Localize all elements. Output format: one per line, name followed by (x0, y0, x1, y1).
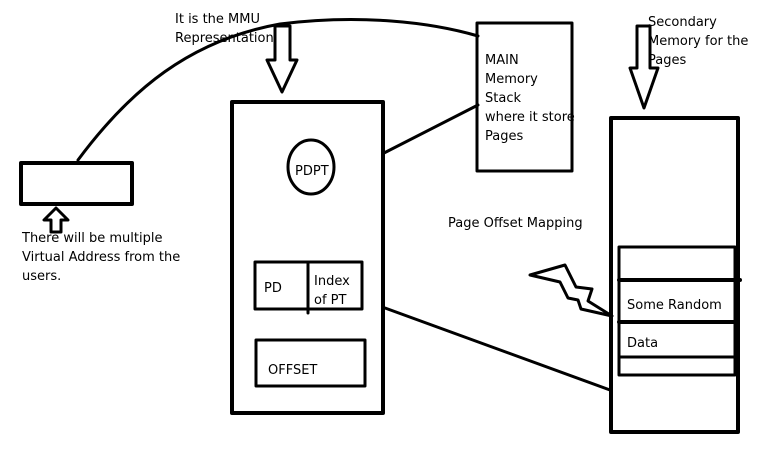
secondary-memory-box (609, 116, 740, 434)
mmu-box (230, 100, 385, 415)
virtual-address-note: There will be multiple Virtual Address f… (22, 231, 181, 284)
main-memory-box (475, 21, 574, 173)
mmu-down-arrow (265, 24, 299, 94)
secondary-memory-label: Secondary Memory for the Pages (648, 15, 749, 68)
lightning-bolt-icon (528, 263, 614, 318)
connector-main-to-mmu (382, 103, 480, 155)
page-stack (617, 245, 737, 377)
connector-curve (76, 18, 480, 162)
index-of-pt-label: Index of PT (314, 274, 350, 308)
page-offset-mapping-label: Page Offset Mapping (448, 216, 583, 231)
main-memory-label: MAIN Memory Stack where it store Pages (485, 53, 575, 144)
mmu-representation-label: It is the MMU Representation (175, 12, 274, 46)
some-random-label: Some Random (627, 298, 722, 313)
virtual-address-up-arrow (42, 206, 70, 234)
pdpt-label: PDPT (295, 164, 329, 179)
data-label: Data (627, 336, 659, 351)
offset-box (254, 338, 367, 388)
offset-label: OFFSET (268, 363, 318, 378)
connector-mmu-to-secondary (383, 306, 612, 392)
pd-label: PD (264, 281, 282, 296)
pdpt-circle (286, 138, 336, 196)
virtual-address-box (19, 161, 134, 206)
secondary-down-arrow (628, 24, 660, 110)
